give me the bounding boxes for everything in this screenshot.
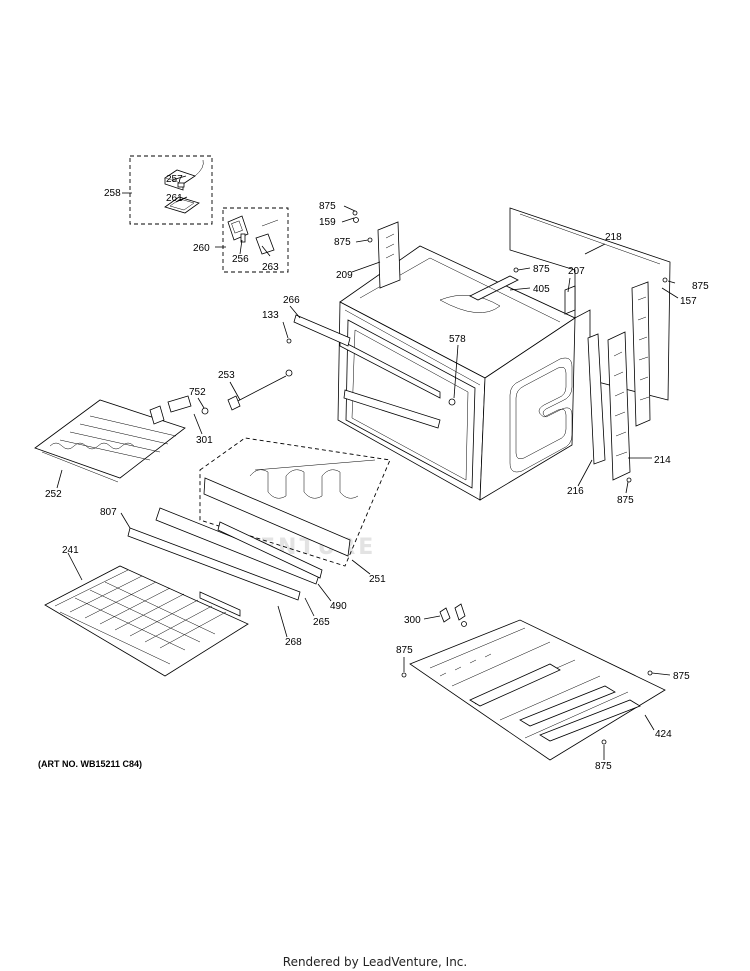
callout-875-f: 875 <box>396 645 413 656</box>
bottom-panel-424[interactable] <box>409 619 666 761</box>
callout-266: 266 <box>283 295 300 306</box>
rail-490[interactable] <box>217 521 323 579</box>
assembly-260-kit[interactable] <box>222 207 289 273</box>
screw-875[interactable] <box>286 210 668 745</box>
callout-207: 207 <box>568 266 585 277</box>
callout-263: 263 <box>262 262 279 273</box>
callout-265: 265 <box>313 617 330 628</box>
side-rail-216[interactable] <box>587 333 606 465</box>
side-rail-214[interactable] <box>607 331 631 481</box>
callout-241: 241 <box>62 545 79 556</box>
screw-752[interactable] <box>201 407 209 415</box>
callout-133: 133 <box>262 310 279 321</box>
callout-875-e: 875 <box>617 495 634 506</box>
callout-752: 752 <box>189 387 206 398</box>
callout-159: 159 <box>319 217 336 228</box>
callout-258: 258 <box>104 188 121 199</box>
callout-300: 300 <box>404 615 421 626</box>
callout-268: 268 <box>285 637 302 648</box>
art-number: (ART NO. WB15211 C84) <box>38 759 143 769</box>
sensor-253[interactable] <box>227 369 293 411</box>
callout-301: 301 <box>196 435 213 446</box>
bake-element-kit-251[interactable] <box>199 437 391 567</box>
oven-cavity-assembly[interactable] <box>293 207 671 501</box>
callout-216: 216 <box>567 486 584 497</box>
rear-bracket-218[interactable] <box>631 281 651 427</box>
callout-labels: 258 257 261 260 256 263 875 159 875 209 … <box>45 174 709 772</box>
rail-807[interactable] <box>127 527 301 601</box>
callout-261: 261 <box>166 193 183 204</box>
callout-875-a: 875 <box>319 201 336 212</box>
callout-875-b: 875 <box>334 237 351 248</box>
callout-578: 578 <box>449 334 466 345</box>
bracket-301[interactable] <box>167 395 192 413</box>
leader-lines <box>56 175 679 760</box>
callout-807: 807 <box>100 507 117 518</box>
callout-214: 214 <box>654 455 671 466</box>
footer-credit: Rendered by LeadVenture, Inc. <box>282 955 468 969</box>
callout-256: 256 <box>232 254 249 265</box>
callout-424: 424 <box>655 729 672 740</box>
assembly-258-kit[interactable] <box>129 155 213 225</box>
bracket-kit-300[interactable] <box>439 603 467 627</box>
callout-252: 252 <box>45 489 62 500</box>
callout-257: 257 <box>166 174 183 185</box>
callout-405: 405 <box>533 284 550 295</box>
callout-875-h: 875 <box>595 761 612 772</box>
oven-rack-241[interactable] <box>44 565 249 677</box>
callout-260: 260 <box>193 243 210 254</box>
callout-218: 218 <box>605 232 622 243</box>
callout-490: 490 <box>330 601 347 612</box>
broil-element-252[interactable] <box>34 399 186 483</box>
callout-875-d: 875 <box>692 281 709 292</box>
callout-253: 253 <box>218 370 235 381</box>
callout-157: 157 <box>680 296 697 307</box>
callout-251: 251 <box>369 574 386 585</box>
callout-875-c: 875 <box>533 264 550 275</box>
callout-209: 209 <box>336 270 353 281</box>
callout-875-g: 875 <box>673 671 690 682</box>
